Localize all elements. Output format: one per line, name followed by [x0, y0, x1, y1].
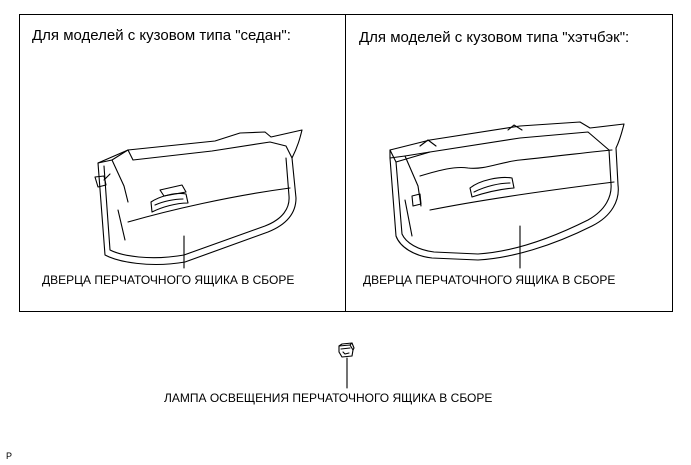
sedan-glove-box-illustration: [94, 129, 303, 266]
sedan-panel-title: Для моделей с кузовом типа "седан":: [32, 27, 291, 44]
hatchback-glove-box-illustration: [389, 121, 625, 261]
hatchback-panel-title: Для моделей с кузовом типа "хэтчбэк":: [359, 29, 630, 46]
glove-box-lamp-illustration: [338, 342, 355, 358]
sedan-part-label: ДВЕРЦА ПЕРЧАТОЧНОГО ЯЩИКА В СБОРЕ: [42, 273, 295, 287]
hatchback-part-label: ДВЕРЦА ПЕРЧАТОЧНОГО ЯЩИКА В СБОРЕ: [363, 273, 616, 287]
panel-divider: [345, 14, 346, 312]
page-code: P: [6, 451, 13, 461]
lamp-label: ЛАМПА ОСВЕЩЕНИЯ ПЕРЧАТОЧНОГО ЯЩИКА В СБО…: [164, 391, 493, 405]
diagram-frame: [19, 14, 673, 312]
